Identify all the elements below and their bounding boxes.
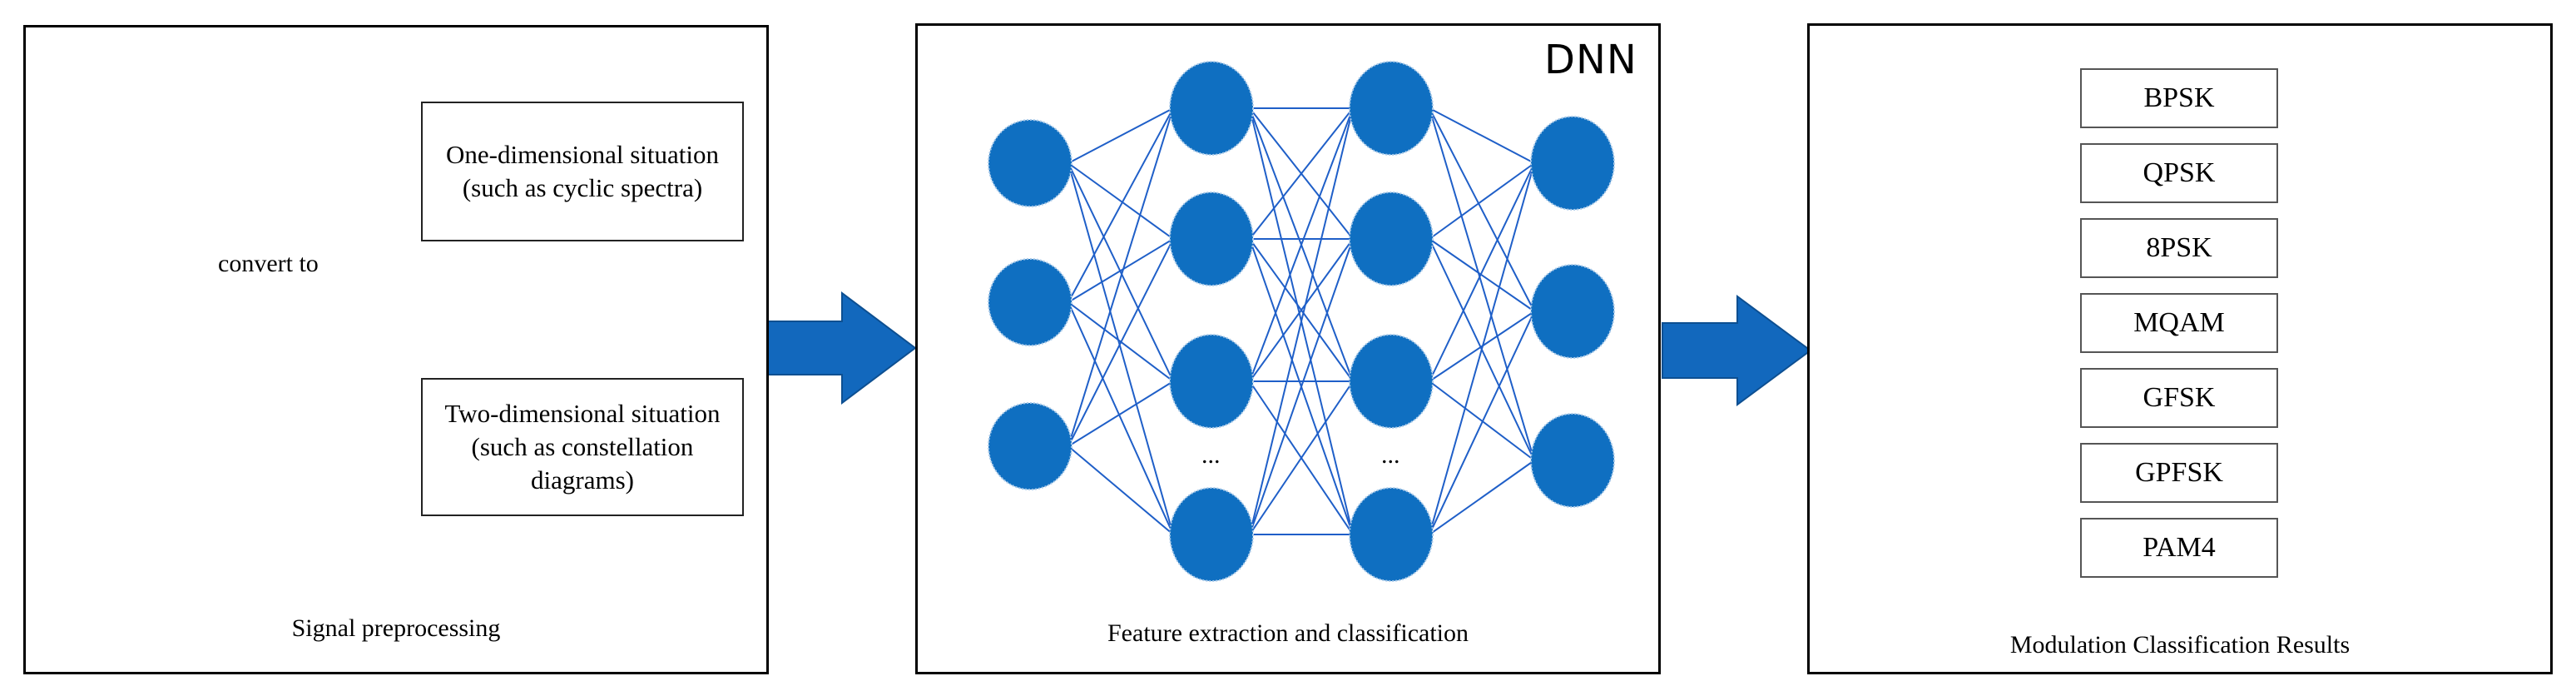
- modulation-class-mqam: MQAM: [2080, 293, 2278, 353]
- nn-node-l2-n1: [1349, 191, 1434, 286]
- nn-node-l1-n3: [1169, 487, 1254, 582]
- dnn-title: DNN: [1544, 37, 1637, 83]
- nn-node-l1-n1: [1169, 191, 1254, 286]
- modulation-class-qpsk: QPSK: [2080, 143, 2278, 203]
- nn-edge-l0-1-1: [1068, 238, 1174, 303]
- nn-edge-l1-3-0: [1249, 107, 1354, 535]
- big-arrow-2: [1662, 295, 1812, 406]
- nn-edge-l1-3-1: [1249, 238, 1354, 535]
- nn-node-l3-n1: [1530, 264, 1615, 359]
- nn-edge-l2-2-0: [1429, 162, 1535, 382]
- nn-nodes: [988, 61, 1615, 582]
- nn-edge-l1-1-0: [1249, 107, 1354, 240]
- nn-edge-l0-0-2: [1068, 162, 1174, 382]
- nn-edge-l1-3-2: [1249, 380, 1354, 535]
- modulation-class-gpfsk: GPFSK: [2080, 443, 2278, 503]
- nn-edge-l2-3-1: [1429, 311, 1535, 535]
- convert-label: convert to: [218, 250, 319, 277]
- dnn-ellipsis-1: ...: [1201, 441, 1221, 469]
- nn-edge-l0-2-1: [1068, 238, 1174, 447]
- one-dimensional-box: One-dimensional situation (such as cycli…: [421, 102, 744, 241]
- nn-edge-l0-0-1: [1068, 162, 1174, 240]
- nn-edge-l1-2-0: [1249, 107, 1354, 382]
- nn-node-l0-n0: [988, 119, 1073, 207]
- nn-node-l2-n3: [1349, 487, 1434, 582]
- modulation-class-bpsk: BPSK: [2080, 68, 2278, 128]
- modulation-class-gfsk: GFSK: [2080, 368, 2278, 428]
- nn-edge-l2-0-1: [1429, 107, 1535, 312]
- nn-edge-l0-1-0: [1068, 107, 1174, 303]
- dnn-caption: Feature extraction and classification: [1107, 619, 1469, 647]
- nn-edge-l0-0-3: [1068, 162, 1174, 535]
- two-dimensional-box: Two-dimensional situation (such as const…: [421, 378, 744, 516]
- modulation-class-8psk: 8PSK: [2080, 218, 2278, 278]
- dnn-panel: [915, 23, 1661, 674]
- nn-edge-l1-2-1: [1249, 238, 1354, 382]
- nn-edge-l2-0-0: [1429, 107, 1535, 164]
- nn-node-l2-n2: [1349, 334, 1434, 429]
- nn-edge-l0-2-2: [1068, 380, 1174, 447]
- nn-node-l0-n1: [988, 258, 1073, 346]
- nn-node-l0-n2: [988, 402, 1073, 490]
- results-caption: Modulation Classification Results: [2009, 631, 2351, 659]
- nn-edge-l2-0-2: [1429, 107, 1535, 461]
- nn-edge-l2-2-2: [1429, 380, 1535, 461]
- nn-node-l2-n0: [1349, 61, 1434, 156]
- nn-edge-l0-2-0: [1068, 107, 1174, 447]
- nn-node-l3-n2: [1530, 413, 1615, 508]
- big-arrow-1: [766, 291, 917, 405]
- nn-edge-l2-1-1: [1429, 238, 1535, 312]
- nn-edge-l0-2-3: [1068, 445, 1174, 535]
- dnn-ellipsis-2: ...: [1381, 441, 1400, 469]
- nn-node-l1-n2: [1169, 334, 1254, 429]
- nn-edge-l2-3-0: [1429, 162, 1535, 535]
- nn-edge-l2-3-2: [1429, 460, 1535, 535]
- modulation-class-pam4: PAM4: [2080, 518, 2278, 578]
- nn-edge-l0-1-3: [1068, 301, 1174, 535]
- nn-node-l1-n0: [1169, 61, 1254, 156]
- nn-edges: [1068, 107, 1535, 535]
- nn-node-l3-n0: [1530, 116, 1615, 211]
- nn-edge-l2-1-0: [1429, 162, 1535, 240]
- preprocessing-caption: Signal preprocessing: [291, 614, 501, 642]
- nn-edge-l0-0-0: [1068, 107, 1174, 164]
